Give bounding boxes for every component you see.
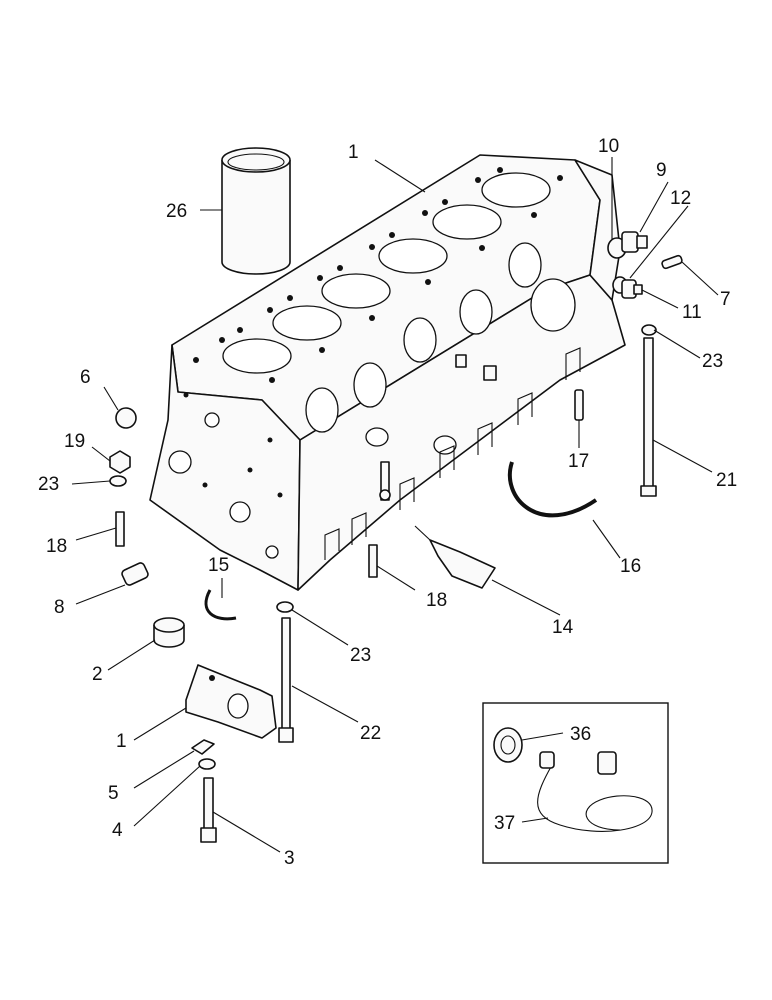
- callout-1-cap: 1: [116, 731, 127, 752]
- heater-cord-37: [537, 751, 653, 832]
- lock-plate-5: [191, 739, 215, 755]
- block-side-ports: [305, 242, 576, 455]
- callout-5: 5: [108, 783, 119, 804]
- bearing-cap-1: [185, 664, 277, 739]
- callout-10: 10: [598, 136, 619, 157]
- callout-9: 9: [656, 160, 667, 181]
- callout-37: 37: [494, 813, 515, 834]
- heater-inset: [482, 702, 669, 864]
- washer-23-right: [641, 324, 657, 336]
- deck-bolt-holes: [193, 167, 563, 383]
- washer-23-left: [109, 475, 127, 487]
- cylinder-liner: [221, 147, 291, 275]
- callout-23-right: 23: [702, 351, 723, 372]
- callout-14: 14: [552, 617, 574, 638]
- plug-8: [121, 562, 149, 586]
- plug-9: [621, 231, 648, 253]
- callout-7: 7: [720, 289, 731, 310]
- callout-26: 26: [166, 201, 187, 222]
- heater-element-36: [493, 727, 523, 763]
- stud-21: [640, 337, 657, 497]
- callout-labels: 1 26 10 9 12 11 7 23 21 17 16 14 18 23 2…: [38, 136, 737, 869]
- callout-19: 19: [64, 431, 85, 452]
- callout-18-lower: 18: [426, 590, 447, 611]
- bushing-6: [115, 407, 137, 429]
- callout-15: 15: [208, 555, 229, 576]
- stud-18-lower: [368, 544, 378, 578]
- callout-23-left: 23: [38, 474, 59, 495]
- plug-11: [621, 279, 643, 299]
- pin-17: [574, 389, 584, 421]
- washer-4: [198, 758, 216, 770]
- bolt-3: [200, 777, 217, 843]
- front-face-holes: [168, 392, 283, 559]
- callout-11: 11: [682, 302, 702, 323]
- callout-22: 22: [360, 723, 381, 744]
- callout-8: 8: [54, 597, 65, 618]
- bolt-22: [278, 617, 294, 743]
- snap-ring-15: [204, 589, 237, 621]
- callout-1-block: 1: [348, 142, 359, 163]
- callout-21: 21: [716, 470, 737, 491]
- stud-18-left: [115, 511, 125, 547]
- callout-4: 4: [112, 820, 123, 841]
- callout-17: 17: [568, 451, 589, 472]
- callout-6: 6: [80, 367, 91, 388]
- callout-12: 12: [670, 188, 691, 209]
- washer-23-center: [276, 601, 294, 613]
- callout-3: 3: [284, 848, 295, 869]
- bearing-webs: [324, 347, 581, 560]
- callout-23-center: 23: [350, 645, 371, 666]
- dowel-7: [661, 254, 683, 270]
- callout-16: 16: [620, 556, 641, 577]
- seal-ring-16: [508, 461, 598, 518]
- nut-19: [109, 450, 131, 474]
- sealant-tube-14: [414, 525, 496, 589]
- callout-36: 36: [570, 724, 591, 745]
- callout-2: 2: [92, 664, 103, 685]
- leader-lines: [71, 157, 719, 853]
- callout-18-left: 18: [46, 536, 67, 557]
- bushing-2: [153, 617, 185, 648]
- engine-block: [149, 154, 626, 591]
